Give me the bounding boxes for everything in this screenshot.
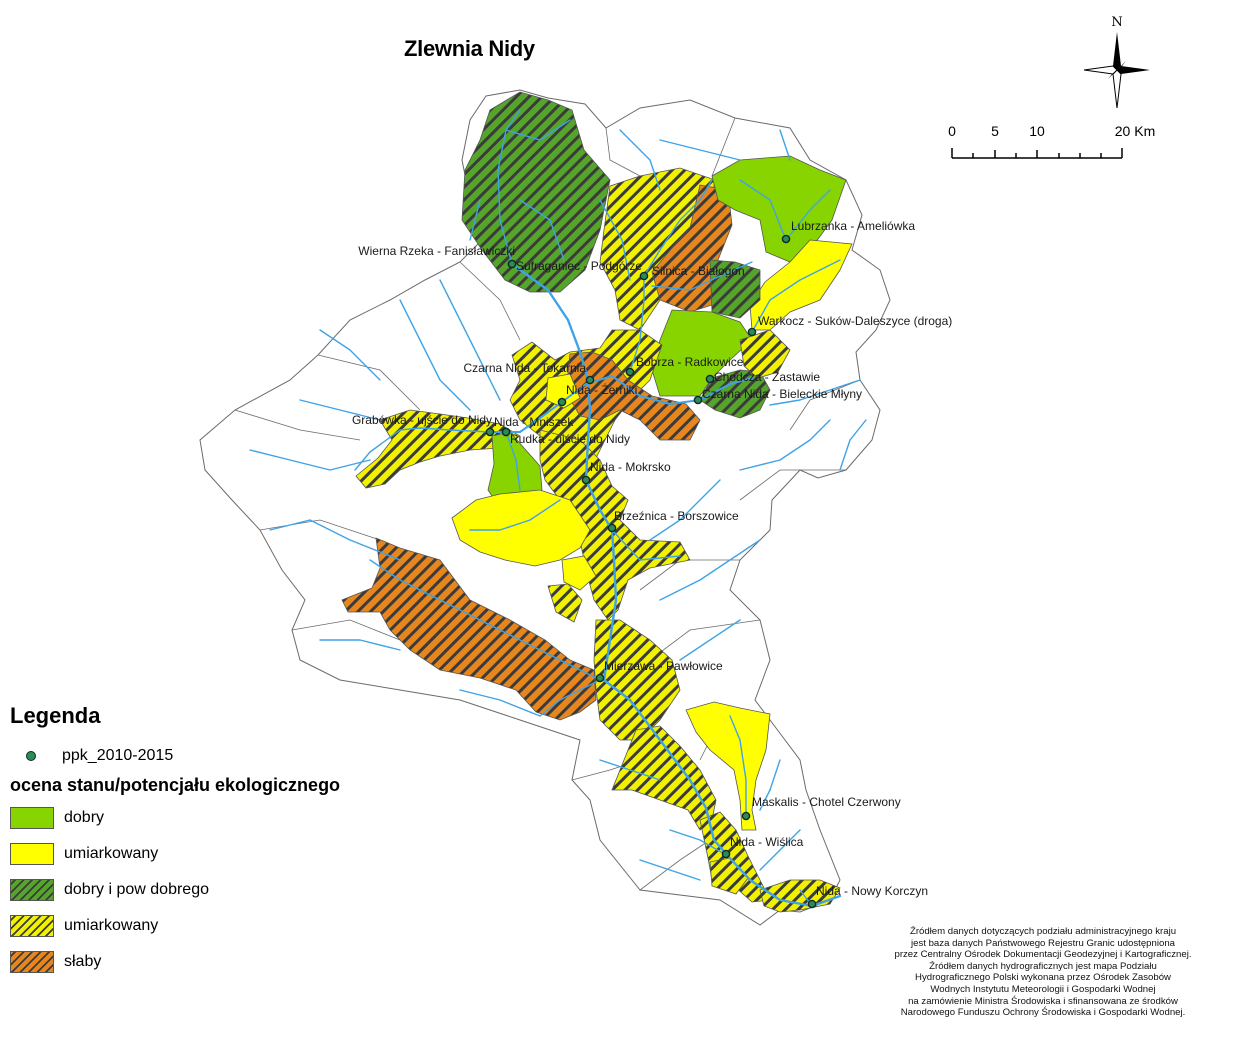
legend-item-label: dobry i pow dobrego: [64, 881, 209, 898]
waterbody-nida-wislica-west: [709, 857, 749, 895]
waterbody-tokarnia: [545, 373, 581, 409]
station-label-nida-wiślica: Nida - Wiślica: [730, 835, 804, 849]
waterbody-mierzawa-west: [547, 583, 583, 623]
legend-section-title: ocena stanu/potencjału ekologicznego: [10, 775, 341, 795]
station-point-nida-nowy-korczyn[interactable]: [807, 899, 817, 909]
legend-item-station: ppk_2010-2015: [26, 743, 410, 769]
data-sources-credit: Źródłem danych dotyczących podziału admi…: [850, 926, 1236, 1019]
legend-item-slaby: słaby: [10, 944, 410, 980]
station-point-rudka-ujście-do-nidy[interactable]: [501, 427, 511, 437]
legend-title: Legenda: [10, 703, 101, 728]
waterbody-warkocz-lower: [739, 329, 791, 379]
waterbody-czarna-nida-orange: [565, 351, 701, 441]
station-point-chodcza-zastawie[interactable]: [705, 374, 715, 384]
station-label-chodcza-zastawie: Chodcza - Zastawie: [714, 370, 820, 384]
river-network: [249, 109, 867, 908]
station-point-nida-żerniki[interactable]: [557, 397, 567, 407]
station-point-mierzawa-pawłowice[interactable]: [595, 673, 605, 683]
legend-item-dobry: dobry: [10, 800, 410, 836]
station-label-nida-nowy-korczyn: Nida - Nowy Korczyn: [816, 884, 928, 898]
credit-line: Narodowego Funduszu Ochrony Środowiska i…: [900, 1007, 1186, 1019]
legend-item-label: słaby: [64, 953, 102, 970]
legend-item-dobry-pow: dobry i pow dobrego: [10, 872, 410, 908]
credit-line: na zamówienie Ministra Środowiska i sfin…: [908, 995, 1178, 1007]
station-point-brzeźnica-borszowice[interactable]: [607, 523, 617, 533]
waterbody-wierna-rzeka: [461, 91, 611, 293]
station-label-warkocz-suków-daleszyce-droga-: Warkocz - Suków-Daleszyce (droga): [758, 314, 952, 328]
scale-tick-5: 5: [991, 123, 999, 139]
legend-item-label: umiarkowany: [64, 845, 159, 862]
swatch-hatch-green-icon: [10, 879, 54, 901]
scale-bar: 0 5 10 20 Km: [948, 123, 1155, 159]
station-label-nida-mokrsko: Nida - Mokrsko: [590, 460, 671, 474]
legend-station-label: ppk_2010-2015: [62, 747, 174, 764]
station-point-warkocz-suków-daleszyce-droga-[interactable]: [747, 327, 757, 337]
station-point-lubrzanka-ameliówka[interactable]: [781, 234, 791, 244]
swatch-solid-yellow-icon: [10, 843, 54, 865]
station-point-nida-mokrsko[interactable]: [581, 475, 591, 485]
station-point-nida-wiślica[interactable]: [721, 849, 731, 859]
legend-item-label: umiarkowany: [64, 917, 159, 934]
station-label-silnica-białogon: Silnica - Białogon: [652, 264, 745, 278]
station-label-grabówka-ujście-do-nidy: Grabówka - ujście do Nidy: [352, 413, 492, 427]
credit-line: przez Centralny Ośrodek Dokumentacji Geo…: [894, 949, 1192, 961]
station-point-icon: [26, 751, 36, 761]
waterbody-brzeznica-small: [561, 555, 597, 591]
station-point-maskalis-chotel-czerwony[interactable]: [741, 811, 751, 821]
station-point-czarna-nida-tokarnia[interactable]: [585, 375, 595, 385]
credit-line: Wodnych Instytutu Meteorologii i Gospoda…: [930, 983, 1156, 995]
legend-item-umiarkowany-hatch: umiarkowany: [10, 908, 410, 944]
legend-item-umiarkowany: umiarkowany: [10, 836, 410, 872]
station-label-czarna-nida-tokarnia: Czarna Nida - Tokarnia: [463, 361, 586, 375]
credit-line: Hydrograficznego Polski wykonana przez O…: [915, 972, 1171, 984]
station-label-sufraganiec-podgórze: Sufraganiec - Podgórze: [516, 259, 642, 273]
map-title: Zlewnia Nidy: [404, 36, 535, 61]
credit-line: Źródłem danych dotyczących podziału admi…: [909, 926, 1177, 937]
legend-item-label: dobry: [64, 809, 105, 826]
swatch-hatch-yellow-icon: [10, 915, 54, 937]
station-label-nida-żerniki: Nida - Żerniki: [566, 383, 637, 397]
station-label-nida-mniszek: Nida - Mniszek: [494, 415, 574, 429]
station-point-silnica-białogon[interactable]: [639, 271, 649, 281]
station-label-lubrzanka-ameliówka: Lubrzanka - Ameliówka: [791, 219, 915, 233]
waterbody-grabowka: [355, 409, 521, 489]
station-point-bobrza-radkowice[interactable]: [625, 367, 635, 377]
swatch-hatch-orange-icon: [10, 951, 54, 973]
station-label-czarna-nida-bieleckie-młyny: Czarna Nida - Bieleckie Młyny: [702, 387, 862, 401]
station-label-wierna-rzeka-fanisławiczki: Wierna Rzeka - Fanisławiczki: [358, 244, 515, 258]
station-point-grabówka-ujście-do-nidy[interactable]: [485, 427, 495, 437]
station-point-czarna-nida-bieleckie-młyny[interactable]: [693, 395, 703, 405]
north-label: N: [1111, 15, 1122, 30]
station-label-bobrza-radkowice: Bobrza - Radkowice: [636, 355, 744, 369]
credit-line: Źródłem danych hydrograficznych jest map…: [929, 960, 1157, 972]
station-label-mierzawa-pawłowice: Mierzawa - Pawłowice: [604, 659, 723, 673]
north-arrow-icon: N: [1083, 15, 1150, 109]
waterbody-maskalis: [685, 701, 771, 831]
waterbody-lower-nida: [611, 725, 717, 831]
station-label-rudka-ujście-do-nidy: Rudka - ujście do Nidy: [510, 432, 630, 446]
station-label-maskalis-chotel-czerwony: Maskalis - Chotel Czerwony: [752, 795, 901, 809]
waterbody-chodcza: [699, 369, 771, 419]
swatch-solid-green-icon: [10, 807, 54, 829]
waterbody-brzeznica: [451, 489, 591, 567]
scale-tick-10: 10: [1029, 123, 1045, 139]
station-label-brzeźnica-borszowice: Brzeźnica - Borszowice: [614, 509, 739, 523]
legend: Legenda ppk_2010-2015 ocena stanu/potenc…: [10, 703, 410, 980]
station-point-sufraganiec-podgórze[interactable]: [507, 259, 517, 269]
credit-line: jest baza danych Państwowego Rejestru Gr…: [911, 937, 1175, 949]
scale-tick-0: 0: [948, 123, 956, 139]
scale-tick-20: 20 Km: [1115, 123, 1155, 139]
